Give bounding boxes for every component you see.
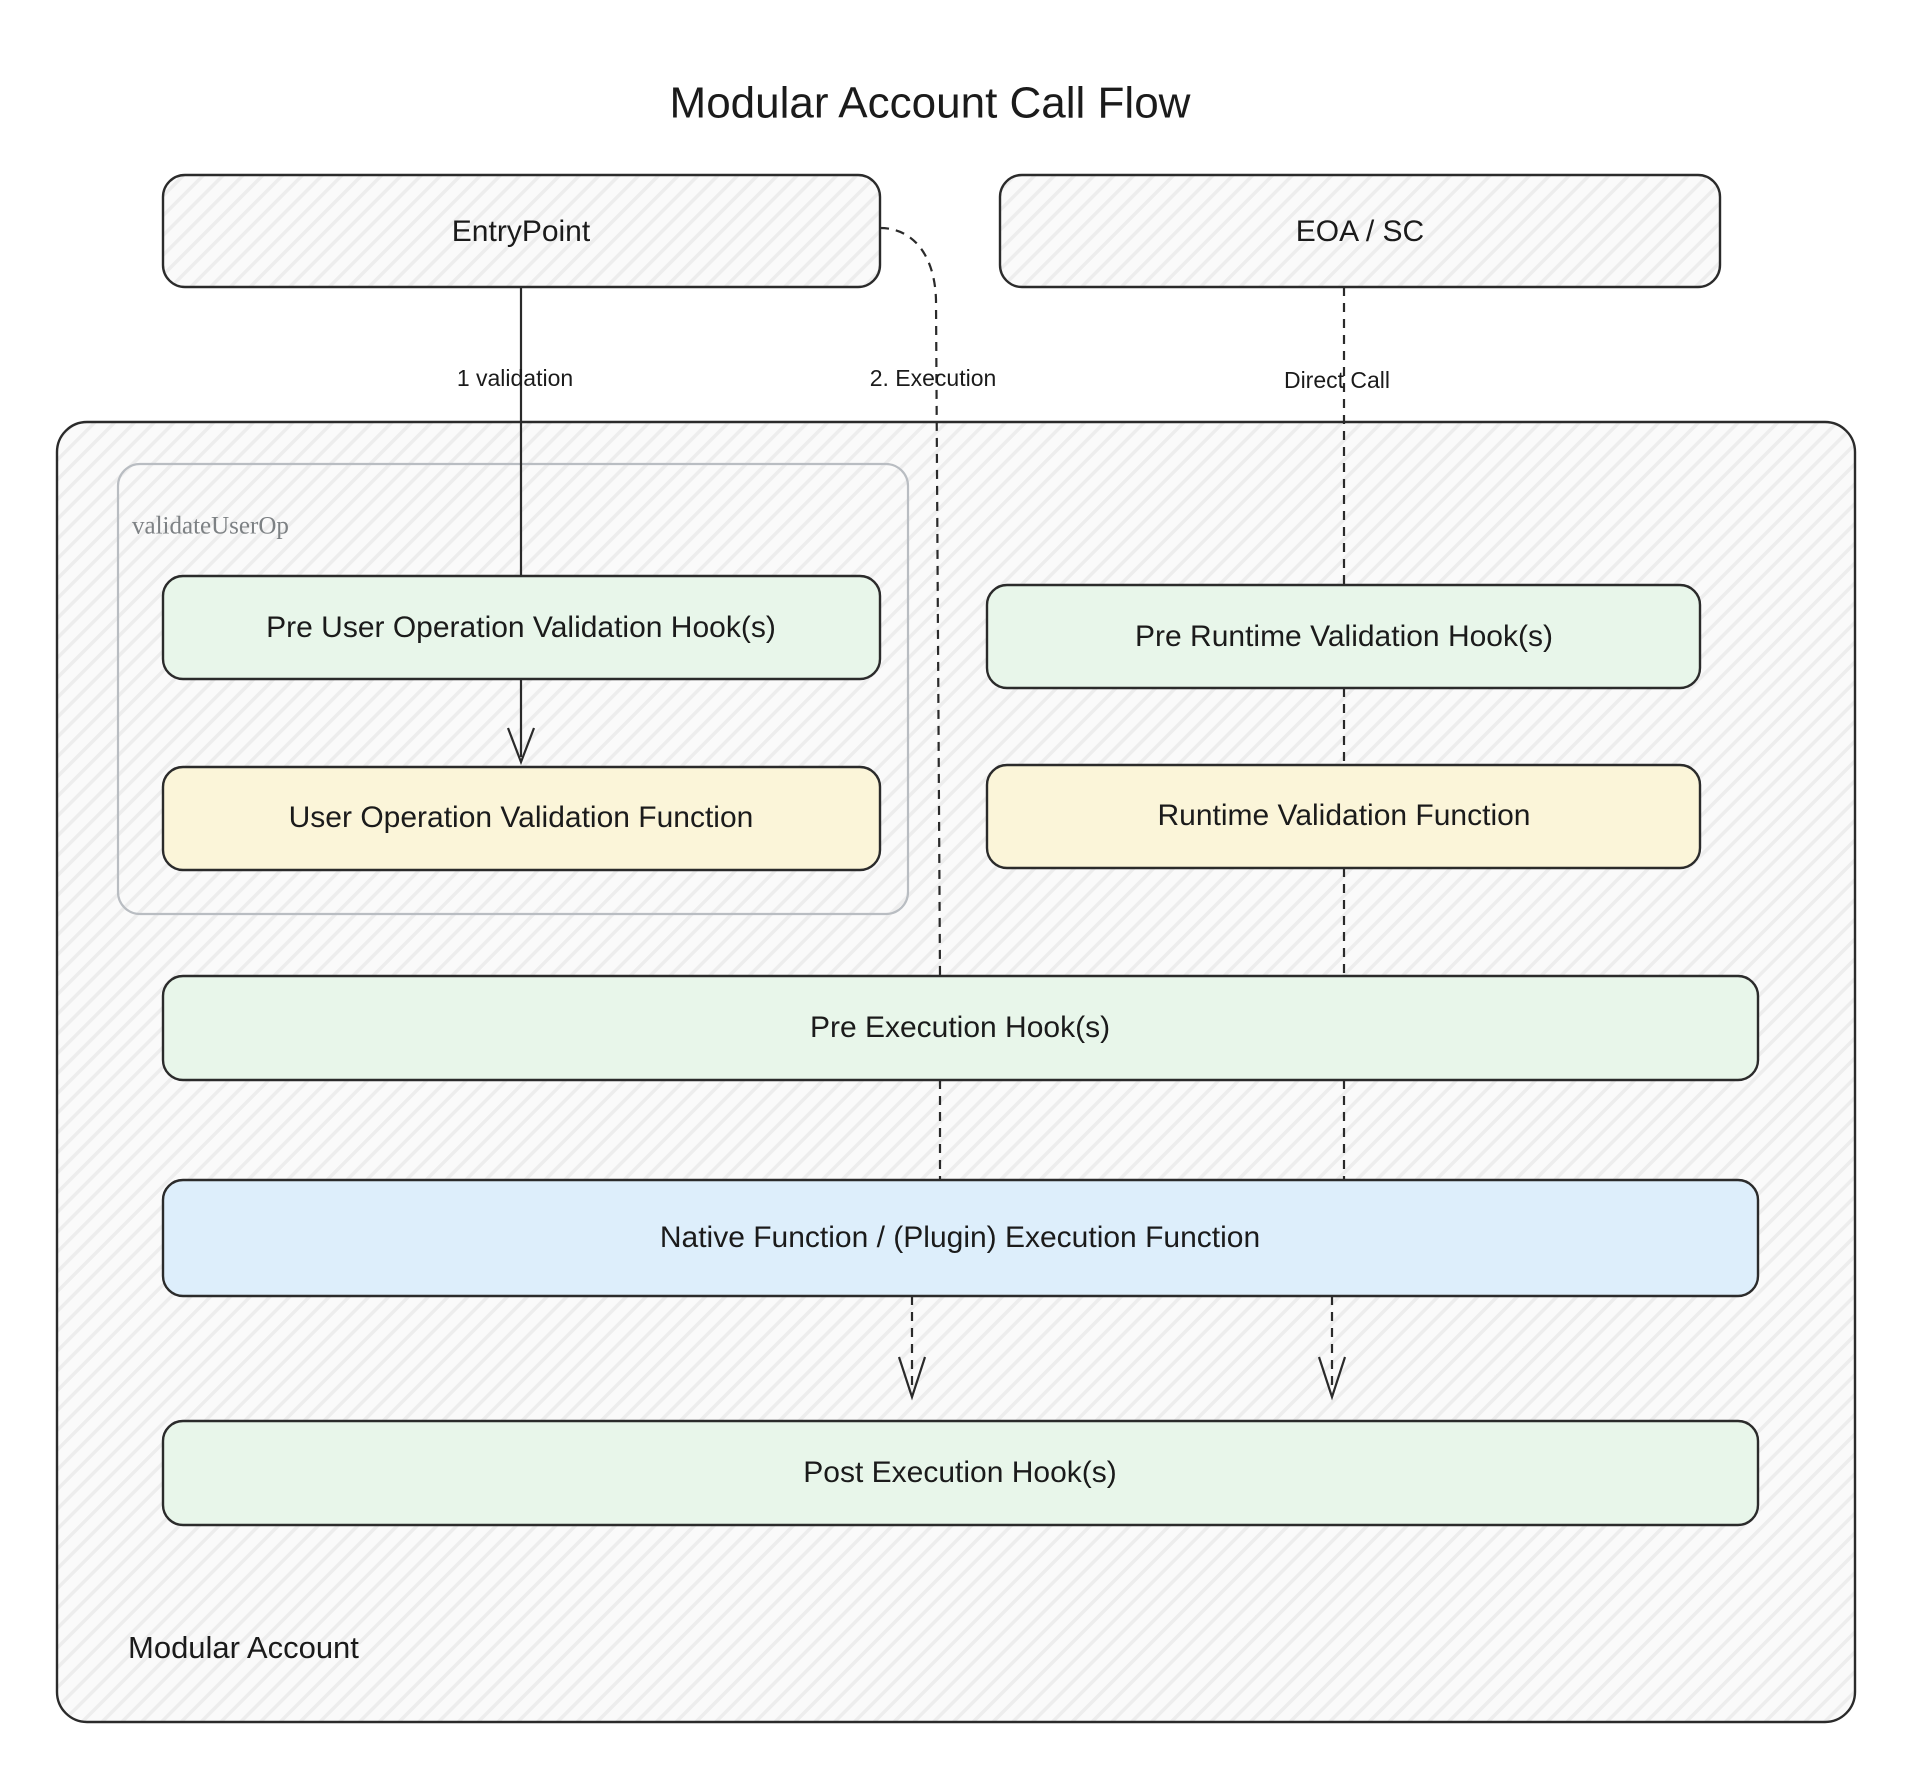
node-user-operation-validation-function[interactable]: User Operation Validation Function xyxy=(161,765,882,872)
edge-native-to-post-left-arrowhead xyxy=(897,1356,927,1401)
edge-validation-label: 1 validation xyxy=(457,365,573,391)
node-pre-user-operation-validation-hook-label: Pre User Operation Validation Hook(s) xyxy=(266,611,776,644)
edge-native-to-post-left xyxy=(897,1296,927,1401)
node-pre-runtime-validation-hook[interactable]: Pre Runtime Validation Hook(s) xyxy=(985,583,1702,690)
node-native-function-execution-function-rect[interactable] xyxy=(161,1178,1760,1298)
node-pre-runtime-validation-hook-rect[interactable] xyxy=(985,583,1702,690)
edge-native-to-post-right xyxy=(1317,1296,1347,1401)
page-title: Modular Account Call Flow xyxy=(670,79,1191,128)
node-user-operation-validation-function-label: User Operation Validation Function xyxy=(289,801,754,834)
node-pre-user-operation-validation-hook-rect[interactable] xyxy=(161,574,882,681)
node-entrypoint-label: EntryPoint xyxy=(452,215,591,248)
edge-native-to-post-right-arrowhead xyxy=(1317,1356,1347,1401)
node-pre-execution-hook-rect[interactable] xyxy=(161,974,1760,1082)
cluster-validate-user-op-label: validateUserOp xyxy=(132,513,289,540)
edge-preuserophook-to-uservalidation xyxy=(506,679,536,766)
node-runtime-validation-function-rect[interactable] xyxy=(985,763,1702,870)
node-entrypoint[interactable]: EntryPoint xyxy=(161,173,882,289)
node-post-execution-hook-rect[interactable] xyxy=(161,1419,1760,1527)
node-eoa-sc[interactable]: EOA / SC xyxy=(998,173,1722,289)
node-post-execution-hook[interactable]: Post Execution Hook(s) xyxy=(161,1419,1760,1527)
node-runtime-validation-function[interactable]: Runtime Validation Function xyxy=(985,763,1702,870)
node-pre-execution-hook-label: Pre Execution Hook(s) xyxy=(810,1011,1110,1044)
node-pre-execution-hook[interactable]: Pre Execution Hook(s) xyxy=(161,974,1760,1082)
node-pre-user-operation-validation-hook[interactable]: Pre User Operation Validation Hook(s) xyxy=(161,574,882,681)
node-post-execution-hook-label: Post Execution Hook(s) xyxy=(803,1456,1116,1489)
edge-direct-call: Direct Call xyxy=(1284,287,1390,585)
node-eoa-sc-label: EOA / SC xyxy=(1296,215,1424,248)
edge-validation: 1 validation xyxy=(457,287,573,576)
cluster-modular-account-label: Modular Account xyxy=(128,1630,359,1665)
node-pre-runtime-validation-hook-label: Pre Runtime Validation Hook(s) xyxy=(1135,620,1553,653)
edge-preuserophook-arrowhead xyxy=(506,727,536,766)
edge-execution-line xyxy=(879,226,942,977)
edge-execution: 2. Execution xyxy=(870,226,997,977)
node-native-function-execution-function[interactable]: Native Function / (Plugin) Execution Fun… xyxy=(161,1178,1760,1298)
node-native-function-execution-function-label: Native Function / (Plugin) Execution Fun… xyxy=(660,1221,1260,1254)
node-user-operation-validation-function-rect[interactable] xyxy=(161,765,882,872)
edge-execution-label: 2. Execution xyxy=(870,365,997,391)
edge-direct-call-label: Direct Call xyxy=(1284,367,1390,393)
node-eoa-sc-rect[interactable] xyxy=(998,173,1722,289)
node-runtime-validation-function-label: Runtime Validation Function xyxy=(1158,799,1531,832)
